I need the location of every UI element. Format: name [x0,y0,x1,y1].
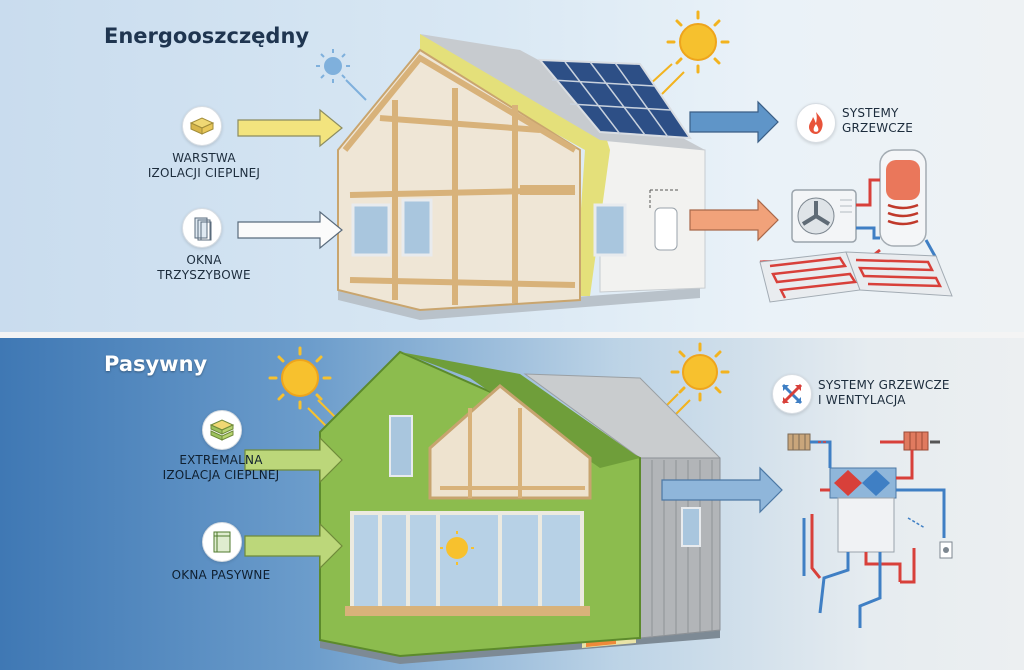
extreme-insulation-line-2: IZOLACJA CIEPLNEJ [162,468,280,482]
passive-windows-arrow [244,522,343,570]
ventilation-ducts [802,440,946,628]
energy-efficient-panel: Energooszczędny [0,0,1024,332]
sun-icon [666,10,730,74]
heating-systems-label-top: SYSTEMY GRZEWCZE [842,106,913,136]
section-divider [0,332,1024,338]
airflow-arrows [818,441,926,529]
extreme-insulation-label: EXTREMALNA IZOLACJA CIEPLNEJ [150,453,292,483]
heating-arrow-orange [689,198,779,242]
heating-label-line-1: SYSTEMY [842,106,899,120]
heating-label-line-2: GRZEWCZE [842,121,914,135]
energy-efficient-illustration [237,10,953,320]
sun-icon [268,346,332,410]
extreme-insulation-line-1: EXTREMALNA [179,453,263,467]
window-right [593,203,627,257]
passive-windows [350,511,584,610]
passive-windows-label: OKNA PASYWNE [171,568,271,582]
passive-house-panel: Pasywny [0,338,1024,670]
triple-glazed-window-icon [182,208,222,248]
section-title-energy-efficient: Energooszczędny [104,24,310,48]
heat-recovery-unit-icon [829,467,897,553]
section-title-passive: Pasywny [104,352,208,376]
systems-label-line-1: SYSTEMY GRZEWCZE [818,378,950,392]
windows-arrow [237,210,343,250]
insulation-icon [182,106,222,146]
windows-label-line-1: OKNA [186,253,222,267]
solar-panel-icon [537,58,692,140]
window-upper [389,415,413,477]
sun-ray-line [345,79,367,101]
insulation-label-line-2: IZOLACJI CIEPLNEJ [147,166,261,180]
floor-beam [520,185,575,195]
window-left [351,203,391,257]
radiator-icon-left [787,433,811,451]
heating-arrow-blue [689,100,779,144]
heat-pump-icon [791,189,857,243]
insulation-arrow [237,108,343,148]
ventilation-exchange-icon [772,374,812,414]
floor-beam [345,606,590,616]
flame-icon [796,103,836,143]
small-sun-icon [316,49,350,83]
interior-sun-icon [440,531,474,565]
windows-label-top: OKNA TRZYSZYBOWE [134,253,274,283]
windows-label-line-2: TRZYSZYBOWE [157,268,251,282]
water-heater-icon [654,207,678,251]
passive-window-icon [202,522,242,562]
extreme-insulation-icon [202,410,242,450]
underfloor-heating-icon [759,251,953,303]
ventilation-outlet-icon [939,541,953,559]
heating-ventilation-label: SYSTEMY GRZEWCZE I WENTYLACJA [818,378,950,408]
passive-house-illustration [244,342,953,664]
window-side [681,507,701,547]
sun-icon-right [670,342,730,402]
window-center [401,198,433,257]
insulation-label-top: WARSTWA IZOLACJI CIEPLNEJ [134,151,274,181]
systems-arrow [661,466,783,514]
hot-water-tank-icon [879,149,927,247]
systems-label-line-2: I WENTYLACJA [818,393,906,407]
radiator-icon-right [903,431,929,451]
insulation-label-line-1: WARSTWA [172,151,236,165]
extreme-insulation-arrow [244,436,343,484]
